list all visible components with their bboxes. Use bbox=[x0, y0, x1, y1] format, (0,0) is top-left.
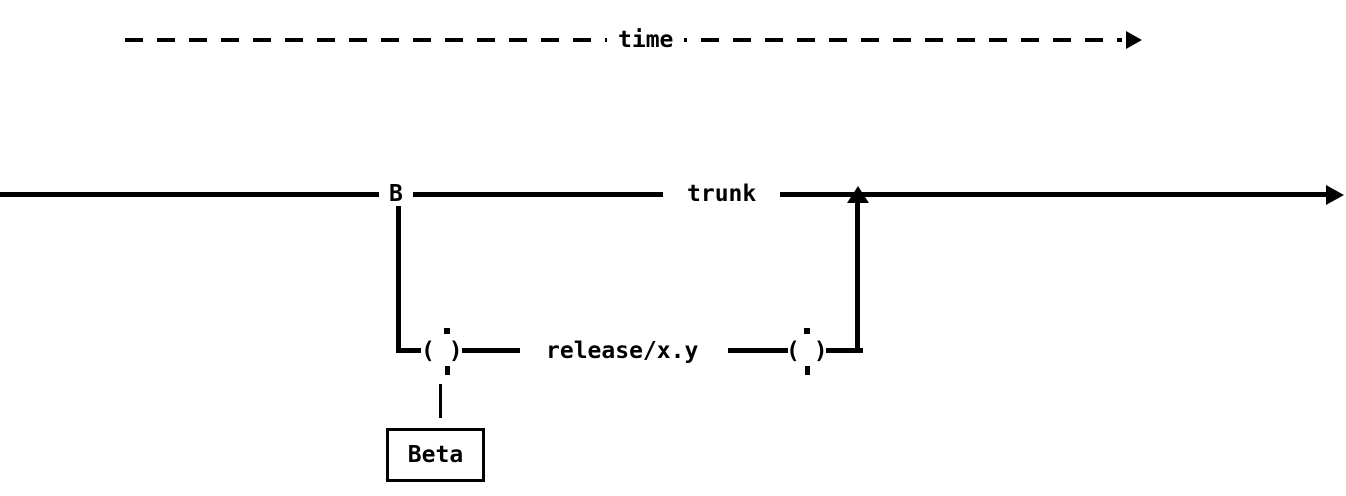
time-axis-label: time bbox=[607, 27, 685, 54]
merge-elbow-line bbox=[826, 348, 863, 353]
release-start-node: ( ) bbox=[421, 338, 463, 364]
release-branch-line-right bbox=[728, 348, 788, 353]
release-branch-label: release/x.y bbox=[546, 338, 699, 364]
release-start-node-dot-icon bbox=[444, 328, 450, 334]
beta-box: Beta bbox=[386, 428, 485, 482]
merge-arrowhead-icon bbox=[847, 186, 869, 203]
release-end-node-tick-icon bbox=[805, 366, 810, 375]
release-start-node-tick-icon bbox=[445, 366, 450, 375]
release-end-node: ( ) bbox=[786, 338, 828, 364]
trunk-arrowhead-icon bbox=[1326, 185, 1344, 205]
beta-connector-line bbox=[439, 384, 442, 418]
branch-out-elbow-line bbox=[396, 348, 421, 353]
trunk-label: trunk bbox=[663, 181, 781, 208]
time-arrowhead-icon bbox=[1126, 31, 1142, 49]
branch-point-label: B bbox=[379, 181, 413, 208]
merge-vertical-line bbox=[855, 201, 860, 353]
release-end-node-dot-icon bbox=[804, 328, 810, 334]
release-branch-line-left bbox=[462, 348, 520, 353]
branch-out-vertical-line bbox=[396, 206, 401, 353]
beta-label: Beta bbox=[407, 442, 464, 468]
